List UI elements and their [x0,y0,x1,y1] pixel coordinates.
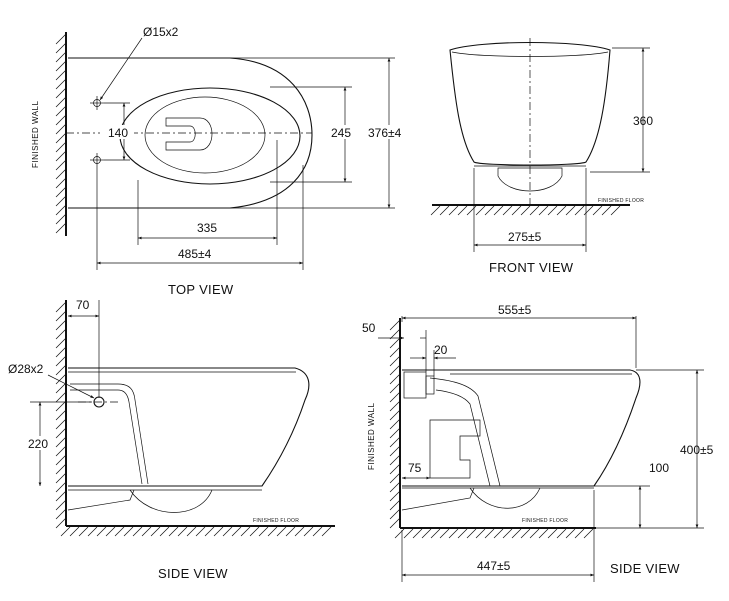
top-view-rim [119,87,301,185]
side-view-right-dim-400: 400±5 [680,443,714,457]
top-view-bowl-outline [68,57,313,209]
side-view-right-title: SIDE VIEW [610,561,680,576]
side-view-right-outlet-pipe [429,419,481,479]
top-view-title: TOP VIEW [168,282,234,297]
side-view-right-dim-555: 555±5 [498,303,532,317]
side-view-left-floor-label: FINISHED FLOOR [253,518,299,524]
side-view-right-wall-hatch [389,319,401,529]
top-view-dim-376: 376±4 [368,126,402,140]
side-view-left-floor-hatch [60,526,332,537]
top-view-dim-245: 245 [331,126,351,140]
side-view-left-wall-hatch [55,301,67,529]
side-view-left-hole-leader [47,374,95,399]
top-view-wall-label: FINISHED WALL [31,100,40,168]
side-view-right-wall-label: FINISHED WALL [367,402,376,470]
side-view-right-dim-50: 50 [362,321,376,335]
top-view-dim-485: 485±4 [178,247,212,261]
front-view-bowl-outline [449,41,611,166]
side-view-right-trapway [429,377,501,487]
front-view-title: FRONT VIEW [489,260,574,275]
side-view-right-floor-label: FINISHED FLOOR [522,518,568,524]
side-view-right-inlet-flange [403,371,427,399]
top-view-wall-hatch [55,33,67,234]
side-view-right-base [469,487,541,509]
top-view: Ø15x2 140 245 376±4 335 485±4 FINISHED W… [31,25,412,297]
front-view: FINISHED FLOOR 360 275±5 FRONT VIEW [430,38,653,275]
top-view-hole-dimension: Ø15x2 [143,25,179,39]
front-view-floor-label: FINISHED FLOOR [598,198,644,204]
side-view-right-dim-20: 20 [434,343,448,357]
side-view-right-dim-100: 100 [649,461,669,475]
side-view-left-trapway [70,383,149,485]
front-view-dim-360: 360 [633,114,653,128]
side-view-left-title: SIDE VIEW [158,566,228,581]
side-view-right-dim-75: 75 [408,461,422,475]
front-view-floor-hatch [430,205,621,216]
side-view-right-bowl-outline [402,369,641,487]
side-view-left: 70 Ø28x2 220 FINISHED FLOOR SIDE VIEW [8,298,335,581]
top-view-bolt-holes [90,96,104,167]
front-view-dim-275: 275±5 [508,230,542,244]
side-view-left-dim-70: 70 [76,298,90,312]
side-view-right-dim-447: 447±5 [477,559,511,573]
top-view-inner-bowl [144,96,266,174]
side-view-right-floor-hatch [394,528,594,539]
side-view-left-dim-220: 220 [28,437,48,451]
top-view-outlet [165,117,213,151]
side-view-left-hole-dimension: Ø28x2 [8,362,44,376]
front-view-base [497,167,563,192]
top-view-dim-335: 335 [197,221,217,235]
top-view-hole-leader [99,37,143,101]
side-view-right: 555±5 50 20 75 100 400±5 447±5 FINISHED … [362,303,714,582]
top-view-dim-140: 140 [108,126,128,140]
side-view-left-base [129,489,213,513]
side-view-left-bowl-outline [68,367,310,487]
